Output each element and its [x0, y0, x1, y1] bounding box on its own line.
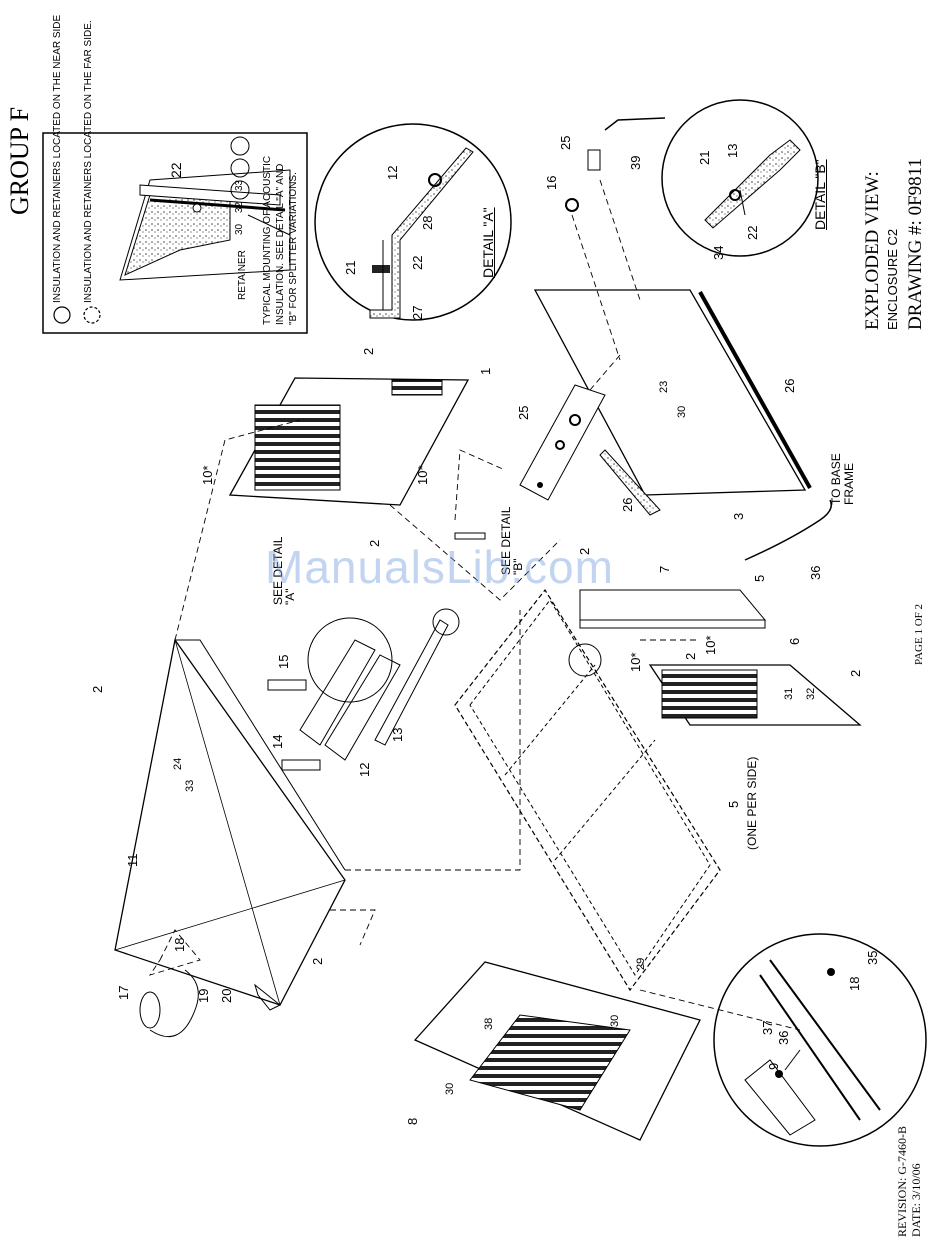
front-panel-8 [413, 961, 701, 1141]
callout-5b: 5 [726, 800, 741, 808]
detail-b-callout-13: 13 [725, 143, 740, 158]
insulation-ref-29: 29 [635, 957, 647, 970]
callout-39: 39 [628, 155, 643, 170]
insulation-ref-24: 24 [172, 757, 184, 770]
callout-6: 6 [787, 637, 802, 645]
legend-note-line1: TYPICAL MOUNTING OF ACOUSTIC [262, 155, 273, 325]
legend-callout-22: 22 [168, 162, 184, 178]
callout-19: 19 [196, 988, 211, 1003]
callout-10d: 10* [703, 635, 718, 655]
callout-14: 14 [270, 734, 285, 749]
detail-a-callout-12: 12 [385, 165, 400, 180]
callout-18b: 18 [847, 976, 862, 991]
callout-2g: 2 [310, 957, 325, 965]
callout-13: 13 [390, 727, 405, 742]
panel-7 [579, 589, 767, 629]
side-panel-6 [648, 664, 862, 726]
detail-b-circle [661, 99, 819, 257]
callout-10c: 10* [628, 652, 643, 672]
one-per-side-label: (ONE PER SIDE) [745, 756, 759, 850]
legend-retainer-ref-33: 33 [234, 179, 245, 191]
insulation-ref-32: 32 [805, 687, 817, 700]
callout-35: 35 [865, 950, 880, 965]
detail-b-callout-22: 22 [745, 225, 760, 240]
callout-7: 7 [657, 565, 672, 573]
callout-2f: 2 [90, 685, 105, 693]
callout-3: 3 [731, 512, 746, 520]
detail-a-callout-28: 28 [420, 215, 435, 230]
assembly-lines [148, 179, 801, 1031]
callout-25b: 25 [516, 405, 531, 420]
near-side-symbol [53, 306, 71, 324]
legend-retainer-label: RETAINER [237, 250, 248, 300]
base-frame [454, 588, 721, 992]
detail-fastener-circle [713, 933, 927, 1147]
callout-2e: 2 [848, 669, 863, 677]
callout-1: 1 [478, 367, 493, 375]
insulation-ref-30a: 30 [676, 405, 688, 418]
far-side-symbol [83, 306, 101, 324]
callout-5a: 5 [752, 574, 767, 582]
callout-10b: 10* [415, 465, 430, 485]
legend-far-side: INSULATION AND RETAINERS LOCATED ON THE … [83, 20, 94, 303]
detail-b-callout-34: 34 [711, 245, 726, 260]
detail-b-callout-21: 21 [697, 150, 712, 165]
date-label: DATE: 3/10/06 [909, 1163, 923, 1237]
callout-11: 11 [125, 853, 140, 868]
roof-panel-11 [114, 638, 346, 1011]
callout-18a: 18 [172, 937, 187, 952]
legend-retainer-ref-32: 32 [234, 201, 245, 213]
callout-15: 15 [276, 654, 291, 669]
legend-note-line3: "B" FOR SPLITTER VARIATIONS. [288, 172, 299, 325]
fittings [139, 117, 832, 1038]
insulation-ref-38: 38 [483, 1017, 495, 1030]
detail-b-title: DETAIL "B" [812, 159, 828, 230]
detail-a-callout-22: 22 [410, 255, 425, 270]
page-label: PAGE 1 OF 2 [913, 603, 925, 665]
callout-36b: 36 [776, 1030, 791, 1045]
callout-26b: 26 [782, 378, 797, 393]
door-panel-3 [533, 289, 812, 516]
control-plate-25 [519, 384, 606, 501]
callout-8: 8 [405, 1117, 420, 1125]
watermark: ManualsLib.com [265, 541, 614, 593]
callout-16: 16 [544, 175, 559, 190]
callout-37: 37 [760, 1020, 775, 1035]
insulation-ref-30c: 30 [609, 1014, 621, 1027]
retainer-detail-symbol [192, 203, 202, 213]
callout-2a: 2 [361, 347, 376, 355]
callout-26a: 26 [620, 497, 635, 512]
revision-label: REVISION: G-7460-B [895, 1126, 909, 1237]
detail-a-title: DETAIL "A" [480, 207, 496, 278]
legend-note-line2: INSULATION. SEE DETAIL "A" AND [275, 163, 286, 325]
rear-panel-1 [228, 377, 470, 506]
callout-2d: 2 [683, 652, 698, 660]
insulation-ref-31: 31 [783, 687, 795, 700]
insulation-ref-30b: 30 [444, 1082, 456, 1095]
legend-box [42, 132, 308, 334]
legend-retainer-ref-30: 30 [234, 223, 245, 235]
drawing-subtitle: ENCLOSURE C2 [885, 228, 900, 330]
callout-9: 9 [766, 1062, 781, 1070]
callout-20: 20 [219, 988, 234, 1003]
callout-36a: 36 [808, 565, 823, 580]
callout-10a: 10* [200, 465, 215, 485]
callout-12: 12 [357, 762, 372, 777]
detail-a-callout-27: 27 [410, 305, 425, 320]
drawing-title: EXPLODED VIEW: [862, 171, 883, 330]
drawing-number: DRAWING #: 0F9811 [905, 158, 926, 330]
callout-17: 17 [116, 985, 131, 1000]
insulation-ref-33: 33 [184, 779, 196, 792]
detail-a-callout-21: 21 [343, 260, 358, 275]
detail-a-circle [314, 123, 512, 321]
legend-near-side: INSULATION AND RETAINERS LOCATED ON THE … [52, 14, 63, 303]
to-base-frame-label: TO BASE FRAME [829, 453, 856, 505]
insulation-ref-23: 23 [658, 380, 670, 393]
splitter-assembly [267, 532, 486, 771]
callout-25a: 25 [558, 135, 573, 150]
group-title: GROUP F [5, 106, 34, 215]
